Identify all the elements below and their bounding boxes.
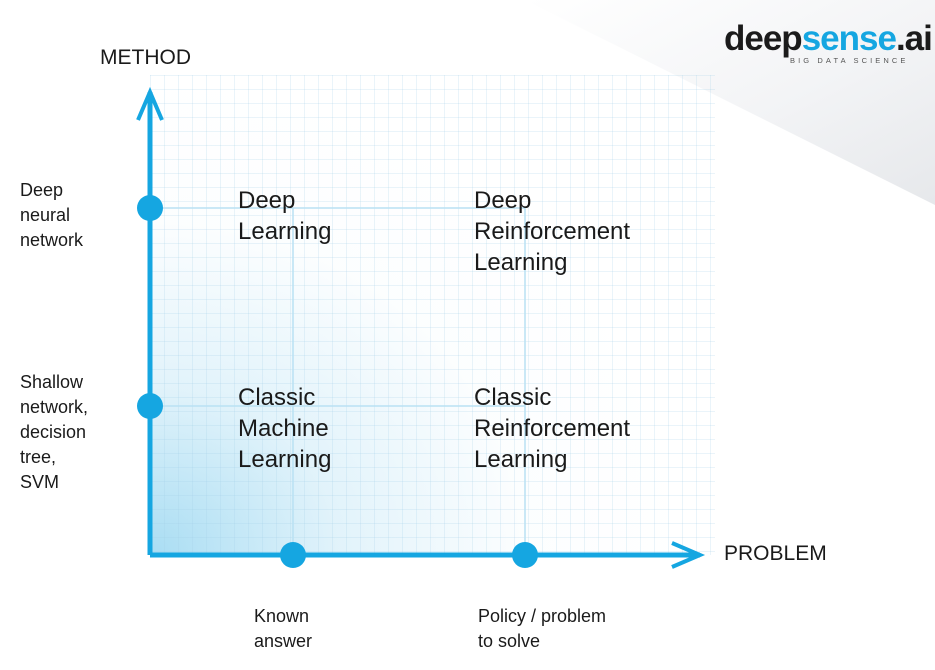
- quadrant-deep-learning: Deep Learning: [238, 187, 332, 245]
- logo-part-sense: sense: [801, 19, 897, 58]
- plot-background-grid: [150, 75, 715, 555]
- x-axis-arrowhead: [671, 541, 706, 569]
- y-tick-dot-shallow: [137, 393, 163, 419]
- logo-part-deep: deep: [724, 19, 803, 58]
- y-axis-arrowhead: [136, 86, 164, 121]
- x-axis-title: PROBLEM: [724, 542, 827, 565]
- logo-part-ai: .ai: [895, 19, 933, 58]
- y-tick-label-shallow: Shallow network, decision tree, SVM: [20, 372, 89, 492]
- logo-tagline: BIG DATA SCIENCE: [790, 56, 909, 65]
- x-tick-label-known: Known answer: [254, 606, 313, 651]
- x-tick-label-policy: Policy / problem to solve: [478, 606, 607, 651]
- y-tick-dot-deep: [137, 195, 163, 221]
- deepsense-logo: deepsense.ai BIG DATA SCIENCE: [724, 20, 933, 68]
- logo-wordmark: deepsense.ai: [724, 19, 933, 58]
- quadrant-classic-reinforcement-learning: Classic Reinforcement Learning: [474, 384, 631, 473]
- quadrant-deep-reinforcement-learning: Deep Reinforcement Learning: [474, 187, 631, 276]
- x-tick-dot-policy: [512, 542, 538, 568]
- y-axis-title: METHOD: [100, 46, 191, 69]
- x-tick-dot-known: [280, 542, 306, 568]
- quadrant-classic-machine-learning: Classic Machine Learning: [238, 384, 332, 473]
- y-tick-label-deep: Deep neural network: [20, 180, 84, 250]
